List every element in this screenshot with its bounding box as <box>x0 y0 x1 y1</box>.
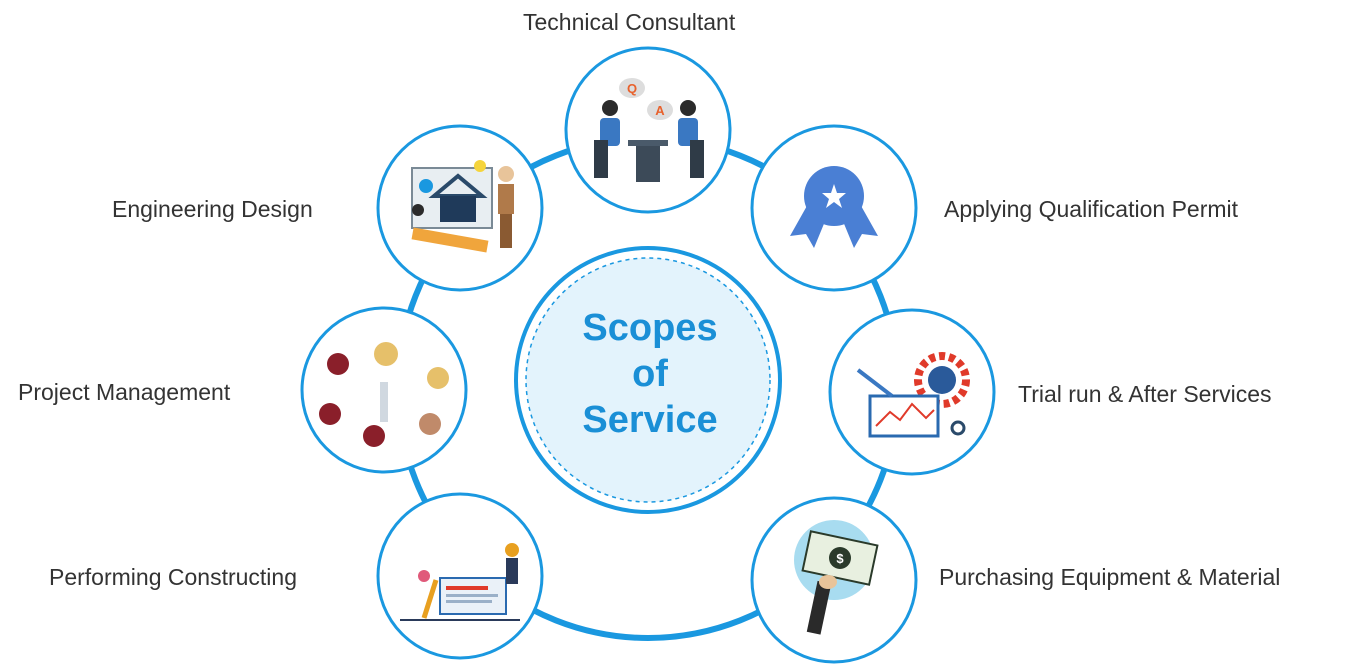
award-ribbon-icon <box>790 166 878 248</box>
purchasing-label: Purchasing Equipment & Material <box>939 564 1281 590</box>
trial-run-node[interactable] <box>828 308 996 476</box>
trial-run-label: Trial run & After Services <box>1018 381 1272 407</box>
construction-icon <box>400 543 520 621</box>
performing-constructing-node[interactable] <box>376 492 544 660</box>
team-meeting-icon <box>319 342 449 447</box>
technical-consultant-label: Technical Consultant <box>523 9 736 35</box>
svg-text:Q: Q <box>627 81 637 96</box>
center-title-line-1: Scopes <box>582 307 718 349</box>
project-management-node[interactable] <box>300 306 468 474</box>
analytics-gears-icon <box>856 352 970 438</box>
center-title-line-3: Service <box>582 399 718 441</box>
engineering-design-node[interactable] <box>376 124 544 292</box>
applying-permit-label: Applying Qualification Permit <box>944 196 1239 222</box>
performing-constructing-label: Performing Constructing <box>49 564 297 590</box>
center-hub <box>514 246 782 514</box>
meeting-icon: Q A <box>594 78 704 182</box>
svg-text:A: A <box>655 103 665 118</box>
applying-permit-node[interactable] <box>750 124 918 292</box>
blueprint-icon <box>411 160 514 253</box>
center-title-line-2: of <box>632 353 668 395</box>
engineering-design-label: Engineering Design <box>112 196 313 222</box>
svg-text:$: $ <box>836 551 844 566</box>
purchasing-node[interactable]: $ <box>750 496 918 664</box>
project-management-label: Project Management <box>18 379 231 405</box>
money-hand-icon: $ <box>794 520 879 635</box>
center-title: Scopes of Service <box>525 305 775 443</box>
technical-consultant-node[interactable]: Q A <box>564 46 732 214</box>
